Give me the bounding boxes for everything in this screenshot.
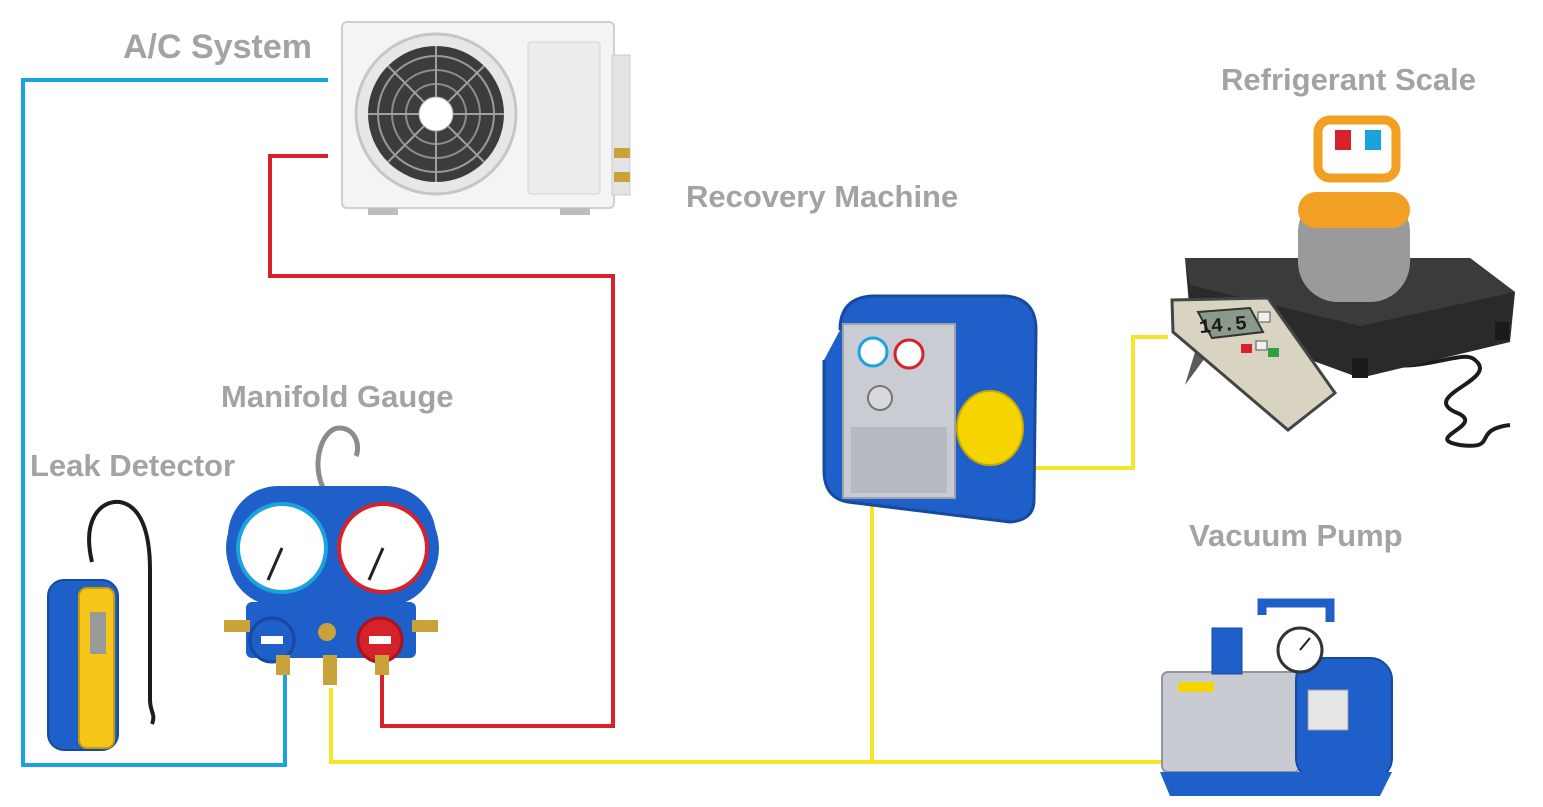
manifold-gauge-label: Manifold Gauge xyxy=(221,379,454,414)
ac-outdoor-unit xyxy=(341,21,631,215)
ac-system-label: A/C System xyxy=(123,28,312,66)
low-side-hose-line xyxy=(21,78,328,767)
recovery-machine-label: Recovery Machine xyxy=(686,179,959,214)
refrigerant-scale xyxy=(1170,115,1515,448)
recovery-machine xyxy=(822,294,1038,524)
scale-display-reading: 14.5 xyxy=(1198,313,1248,340)
vacuum-pump-label: Vacuum Pump xyxy=(1189,518,1403,553)
manifold-gauge xyxy=(224,425,439,685)
refrigerant-scale-label: Refrigerant Scale xyxy=(1221,62,1476,97)
high-side-hose-line xyxy=(268,154,615,728)
recovery-to-scale-line xyxy=(1028,335,1168,470)
vacuum-pump xyxy=(1160,598,1393,796)
service-hose-line xyxy=(329,688,1162,764)
leak-detector-label: Leak Detector xyxy=(30,448,236,483)
leak-detector xyxy=(47,499,156,751)
